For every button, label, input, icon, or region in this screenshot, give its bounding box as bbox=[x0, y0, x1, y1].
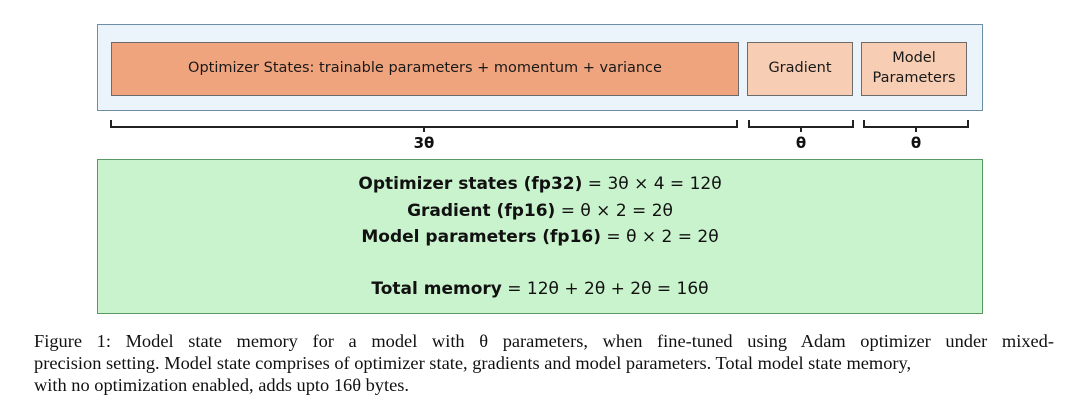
gradient-memory-value: = θ × 2 = 2θ bbox=[555, 201, 673, 221]
model-parameters-label-line1: Model bbox=[892, 50, 936, 67]
optimizer-states-label: Optimizer States: trainable parameters +… bbox=[188, 60, 662, 77]
caption-line-1: Figure 1: Model state memory for a model… bbox=[34, 331, 1054, 351]
optimizer-memory-term: Optimizer states (fp32) bbox=[358, 174, 583, 194]
total-memory-value: = 12θ + 2θ + 2θ = 16θ bbox=[501, 279, 709, 299]
gradient-brace-label: θ bbox=[795, 134, 807, 152]
optimizer-memory-value: = 3θ × 4 = 12θ bbox=[582, 174, 722, 194]
caption-line-3: with no optimization enabled, adds upto … bbox=[34, 375, 410, 395]
optimizer-states-segment: Optimizer States: trainable parameters +… bbox=[111, 42, 739, 96]
model-state-bar: Optimizer States: trainable parameters +… bbox=[97, 24, 983, 111]
gradient-memory-line: Gradient (fp16) = θ × 2 = 2θ bbox=[98, 201, 982, 221]
total-memory-line: Total memory = 12θ + 2θ + 2θ = 16θ bbox=[98, 279, 982, 299]
gradient-segment: Gradient bbox=[747, 42, 853, 96]
model-parameters-segment: Model Parameters bbox=[861, 42, 967, 96]
gradient-brace bbox=[748, 120, 854, 132]
optimizer-memory-line: Optimizer states (fp32) = 3θ × 4 = 12θ bbox=[98, 174, 982, 194]
model-parameters-label: Model Parameters bbox=[873, 49, 956, 88]
memory-summary-box: Optimizer states (fp32) = 3θ × 4 = 12θ G… bbox=[97, 159, 983, 314]
model-parameters-memory-value: = θ × 2 = 2θ bbox=[601, 227, 719, 247]
model-parameters-brace-label: θ bbox=[910, 134, 922, 152]
optimizer-brace bbox=[110, 120, 738, 132]
optimizer-brace-label: 3θ bbox=[413, 134, 435, 152]
figure-caption: Figure 1: Model state memory for a model… bbox=[34, 330, 1054, 396]
gradient-memory-term: Gradient (fp16) bbox=[407, 201, 556, 221]
model-parameters-memory-term: Model parameters (fp16) bbox=[361, 227, 602, 247]
total-memory-term: Total memory bbox=[371, 279, 502, 299]
model-parameters-brace bbox=[863, 120, 969, 132]
model-parameters-label-line2: Parameters bbox=[872, 70, 956, 86]
caption-line-2: precision setting. Model state comprises… bbox=[34, 353, 912, 373]
gradient-label: Gradient bbox=[768, 60, 832, 77]
model-parameters-memory-line: Model parameters (fp16) = θ × 2 = 2θ bbox=[98, 227, 982, 247]
